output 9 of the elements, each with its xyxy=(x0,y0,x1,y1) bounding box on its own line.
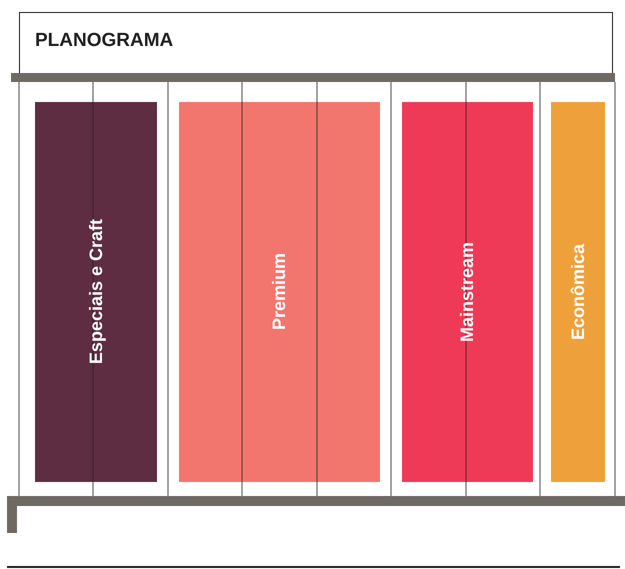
category-label: Especiais e Craft xyxy=(86,219,106,365)
category-label: Econômica xyxy=(568,244,588,340)
title: PLANOGRAMA xyxy=(35,30,174,52)
category-label: Mainstream xyxy=(457,242,478,342)
category-block xyxy=(179,102,380,482)
category-label: Premium xyxy=(269,253,290,331)
category-block xyxy=(402,102,533,482)
category-block xyxy=(35,102,157,482)
category-block xyxy=(551,102,605,482)
